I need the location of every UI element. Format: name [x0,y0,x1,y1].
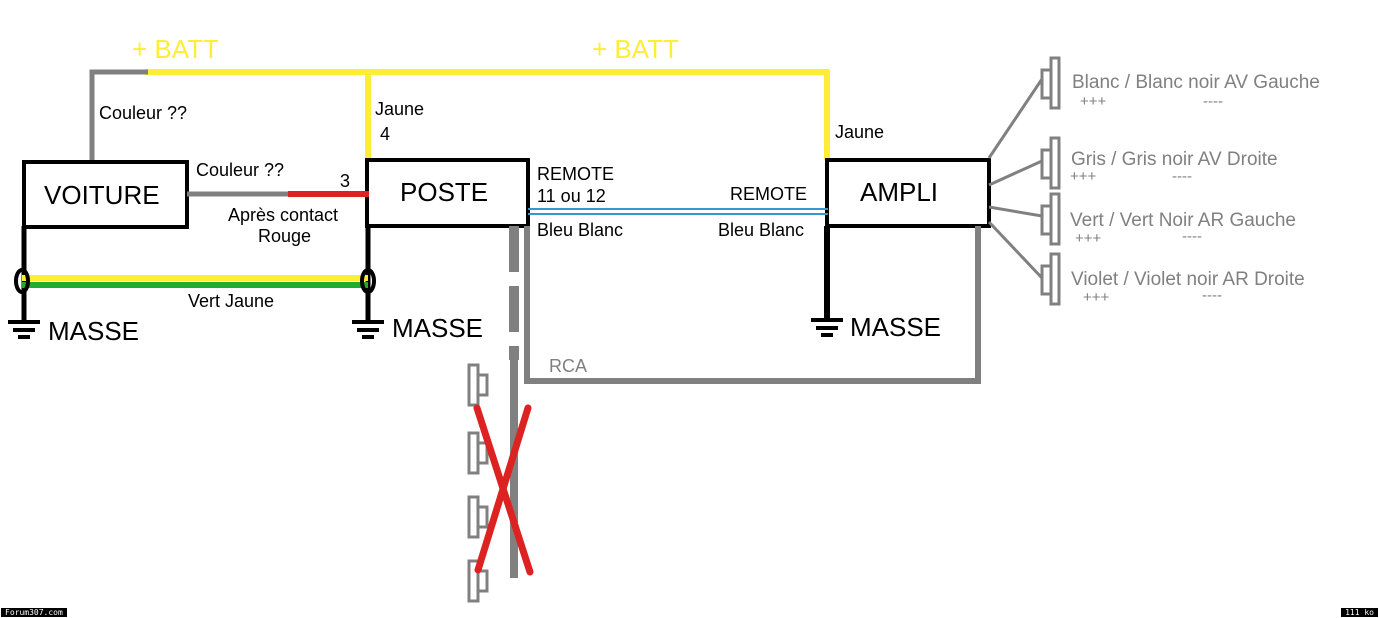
ground-symbol-3 [811,318,843,337]
remote-left-label: REMOTE [537,164,614,184]
couleur-mid-label: Couleur ?? [196,160,284,180]
speaker-1-minus: ---- [1203,93,1223,110]
jaune-poste-label: Jaune [375,99,424,119]
speaker-2-plus: +++ [1070,168,1097,185]
speaker-icon [467,495,489,539]
masse-label-3: MASSE [850,312,941,342]
speaker-1-plus: +++ [1080,93,1107,110]
speaker-icon [467,431,489,475]
pin-3-label: 3 [340,171,350,191]
ground-node-left [14,268,30,294]
remote-left-pins-label: 11 ou 12 [537,186,606,206]
masse-label-1: MASSE [48,316,139,346]
batt-label-right: + BATT [592,34,679,64]
rouge-label: Rouge [258,226,311,246]
crossed-out-mark [473,404,534,576]
ampli-speaker-icons [1040,56,1061,306]
ground-symbol-2 [352,320,384,339]
speaker-4-plus: +++ [1083,289,1110,306]
vert-jaune-label: Vert Jaune [188,291,274,311]
footer-size-badge: 111 ko [1341,608,1378,617]
speaker-2-minus: ---- [1172,168,1192,185]
poste-title: POSTE [400,177,488,207]
speaker-3-label: Vert / Vert Noir AR Gauche [1070,210,1296,231]
speaker-icon [1040,252,1061,306]
apres-contact-label: Après contact [228,205,338,225]
couleur-top-label: Couleur ?? [99,103,187,123]
speaker-1-label: Blanc / Blanc noir AV Gauche [1072,72,1320,93]
ground-node-right [360,268,376,294]
rca-wire [524,226,981,384]
poste-speaker-icons [467,363,489,603]
speaker-2-label: Gris / Gris noir AV Droite [1071,149,1278,170]
speaker-3-minus: ---- [1182,228,1202,245]
speaker-icon [1040,192,1061,246]
speaker-icon [1040,136,1061,190]
voiture-title: VOITURE [44,180,160,210]
speaker-4-minus: ---- [1202,287,1222,304]
footer-source-badge: Forum307.com [1,608,67,617]
ampli-speaker-wires [987,78,1044,280]
voiture-batt-wire [89,69,148,160]
rca-label: RCA [549,356,587,376]
jaune-ampli-label: Jaune [835,122,884,142]
speaker-icon [467,363,489,407]
voiture-box [22,160,189,229]
speaker-3-plus: +++ [1075,230,1102,247]
bleu-blanc-right-label: Bleu Blanc [718,220,804,240]
bleu-blanc-left-label: Bleu Blanc [537,220,623,240]
ampli-box [825,158,991,228]
ground-symbol-1 [8,320,40,339]
speaker-4-label: Violet / Violet noir AR Droite [1071,269,1305,290]
remote-right-label: REMOTE [730,184,807,204]
poste-box [365,158,530,228]
ampli-title: AMPLI [860,177,938,207]
speaker-icon [1040,56,1061,110]
batt-label-left: + BATT [132,34,219,64]
pin-4-label: 4 [380,124,390,144]
speaker-icon [467,559,489,603]
masse-label-2: MASSE [392,313,483,343]
